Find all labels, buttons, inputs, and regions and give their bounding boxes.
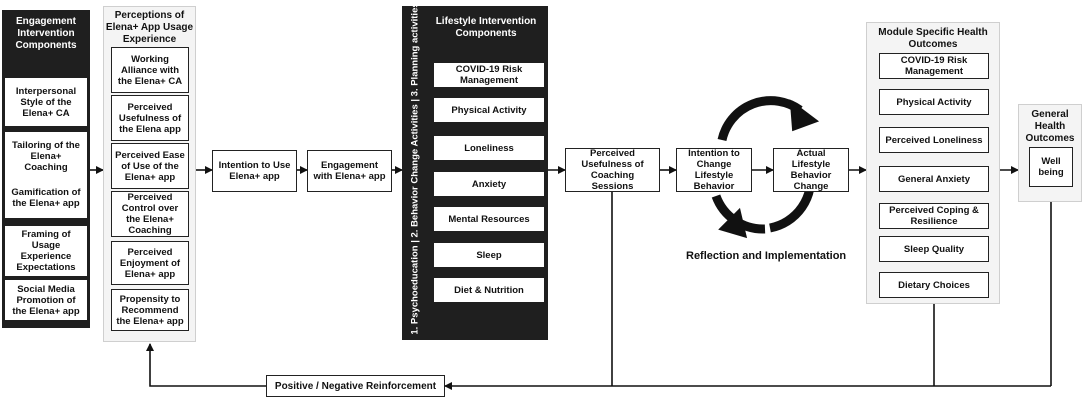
intention-to-use-box: Intention to Use Elena+ app (212, 150, 297, 192)
reflection-label: Reflection and Implementation (686, 250, 847, 262)
lifestyle-title: Lifestyle Intervention Components (435, 16, 537, 39)
module-item: General Anxiety (879, 166, 989, 192)
reinforcement-box: Positive / Negative Reinforcement (266, 375, 445, 397)
lifestyle-item: Physical Activity (434, 98, 544, 122)
engagement-panel: Engagement Intervention Components Inter… (2, 10, 90, 328)
perceptions-item: Perceived Control over the Elena+ Coachi… (111, 191, 189, 237)
lifestyle-item: Anxiety (434, 172, 544, 196)
engagement-title: Engagement Intervention Components (15, 16, 77, 51)
perceptions-item: Working Alliance with the Elena+ CA (111, 47, 189, 93)
lifestyle-item: Sleep (434, 243, 544, 267)
lifestyle-item: COVID-19 Risk Management (434, 63, 544, 87)
module-title: Module Specific Health Outcomes (878, 27, 988, 50)
perceptions-item: Propensity to Recommend the Elena+ app (111, 289, 189, 331)
module-item: Perceived Coping & Resilience (879, 203, 989, 229)
module-item: Perceived Loneliness (879, 127, 989, 153)
module-item: Dietary Choices (879, 272, 989, 298)
lifestyle-phases-label: 1. Psychoeducation | 2. Behavior Change … (409, 1, 421, 335)
lifestyle-item: Mental Resources (434, 207, 544, 231)
perceptions-item: Perceived Enjoyment of Elena+ app (111, 241, 189, 285)
engagement-with-app-box: Engagement with Elena+ app (307, 150, 392, 192)
perceptions-title: Perceptions of Elena+ App Usage Experien… (105, 10, 194, 45)
perceptions-item: Perceived Usefulness of the Elena app (111, 95, 189, 141)
lifestyle-panel: Lifestyle Intervention Components COVID-… (402, 6, 548, 340)
engagement-item: Gamification of the Elena+ app (5, 178, 87, 218)
perceptions-panel: Perceptions of Elena+ App Usage Experien… (103, 6, 196, 342)
feedback-to-perceptions (146, 343, 266, 387)
lifestyle-item: Diet & Nutrition (434, 278, 544, 302)
engagement-item: Tailoring of the Elena+ Coaching (5, 132, 87, 180)
lifestyle-item: Loneliness (434, 136, 544, 160)
module-panel: Module Specific Health Outcomes COVID-19… (866, 22, 1000, 304)
actual-change-box: Actual Lifestyle Behavior Change (773, 148, 849, 192)
module-item: Sleep Quality (879, 236, 989, 262)
engagement-item: Interpersonal Style of the Elena+ CA (5, 78, 87, 126)
perceptions-item: Perceived Ease of Use of the Elena+ app (111, 143, 189, 189)
module-item: COVID-19 Risk Management (879, 53, 989, 79)
perceived-coaching-box: Perceived Usefulness of Coaching Session… (565, 148, 660, 192)
general-panel: General Health Outcomes Well being (1018, 104, 1082, 202)
engagement-item: Social Media Promotion of the Elena+ app (5, 280, 87, 320)
module-item: Physical Activity (879, 89, 989, 115)
engagement-item: Framing of Usage Experience Expectations (5, 226, 87, 276)
general-title: General Health Outcomes (1025, 109, 1075, 144)
intention-to-change-box: Intention to Change Lifestyle Behavior (676, 148, 752, 192)
well-being-box: Well being (1029, 147, 1073, 187)
